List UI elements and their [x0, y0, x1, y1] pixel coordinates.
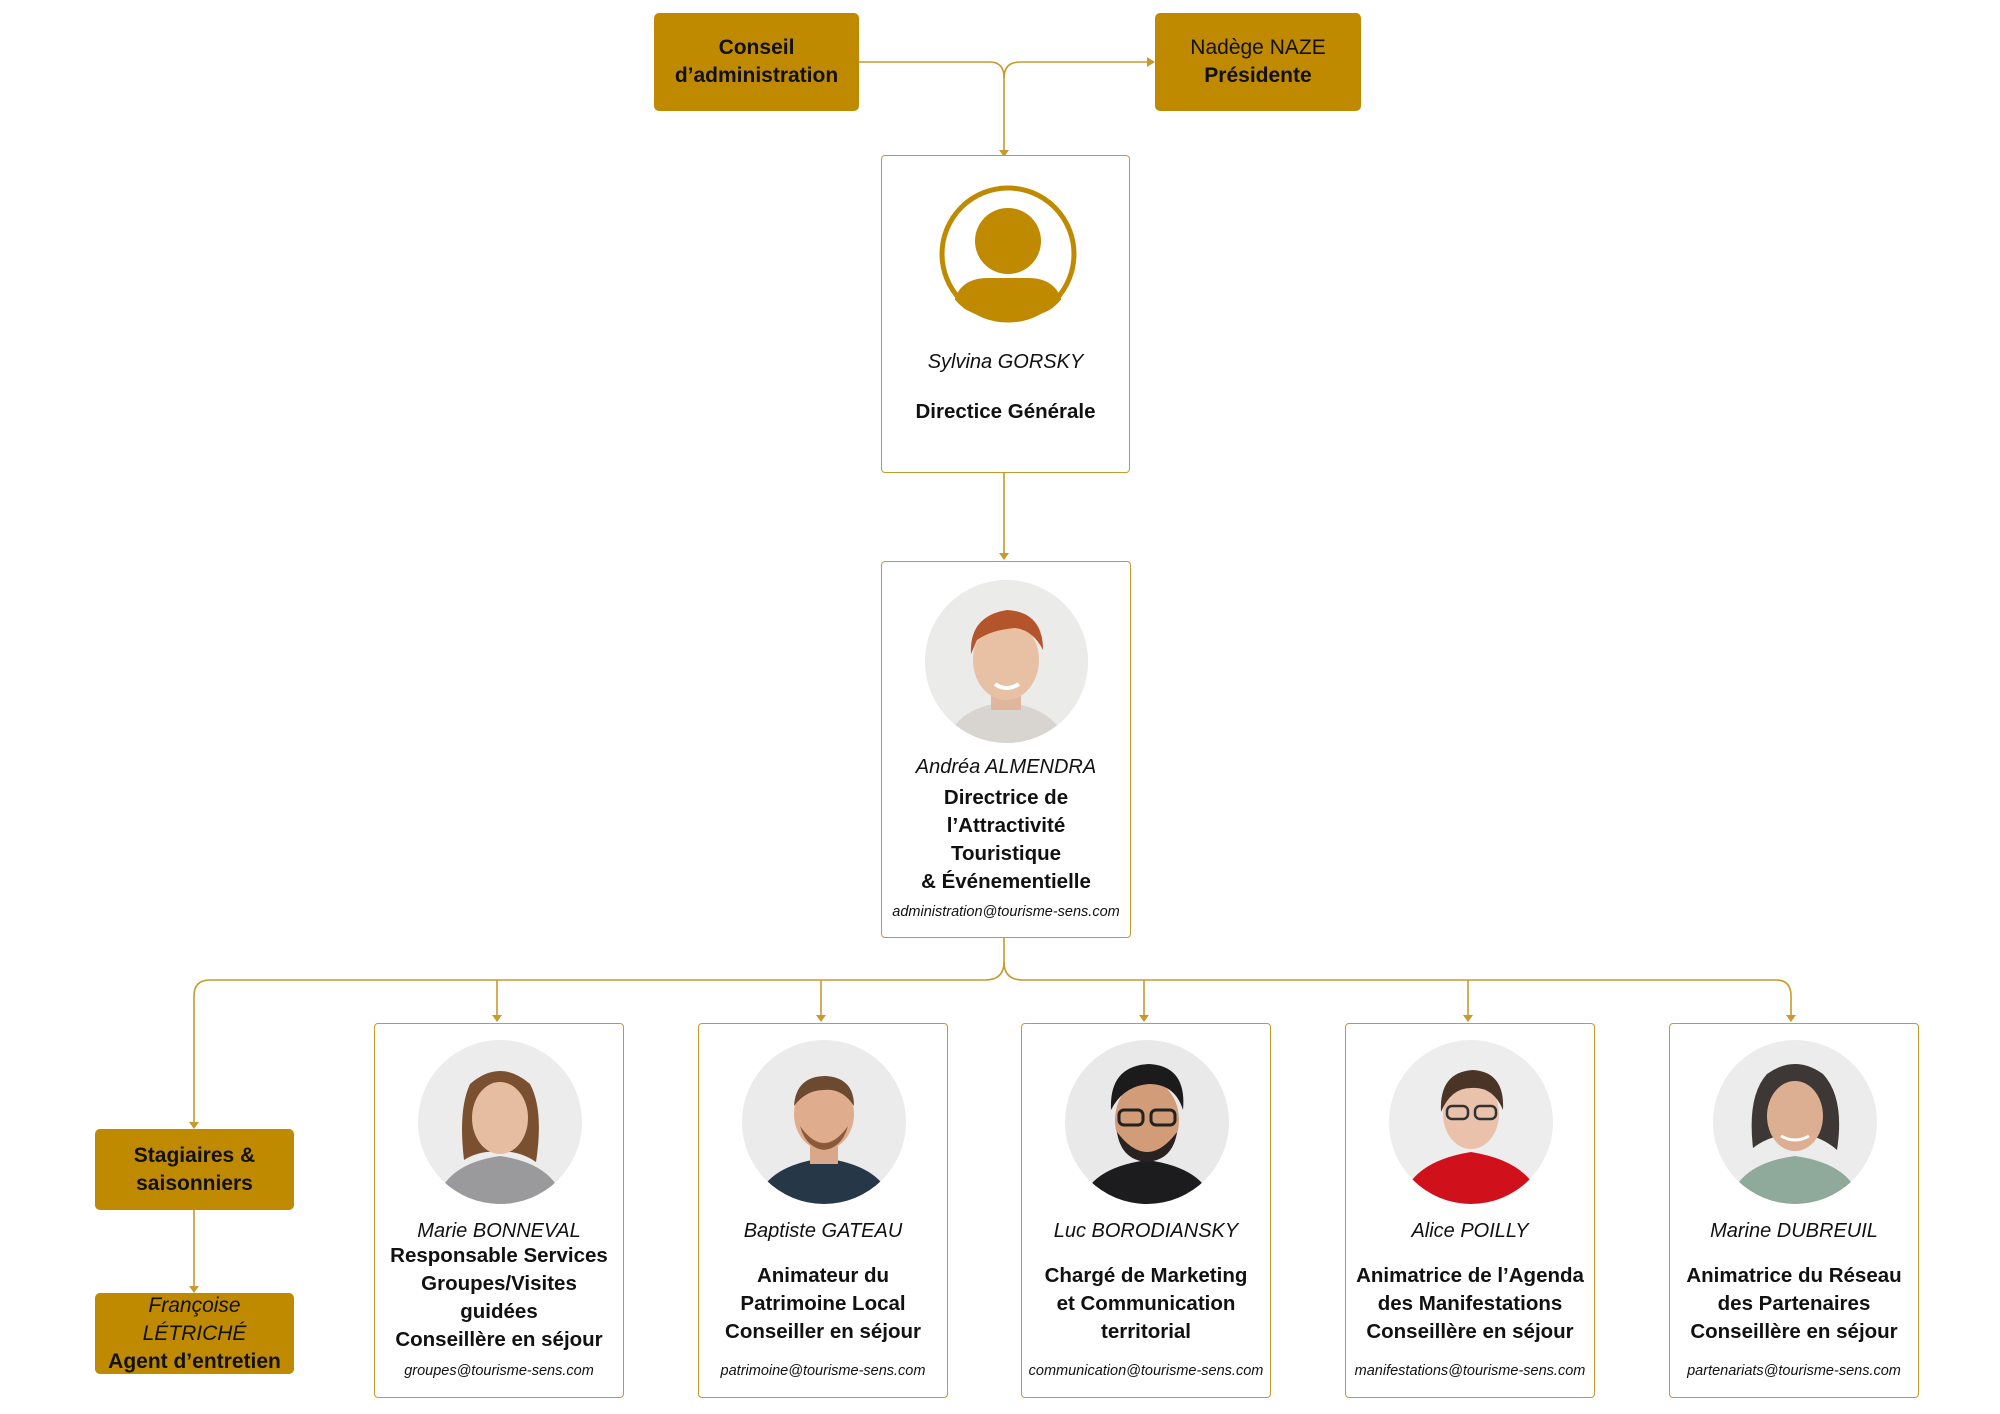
- cleaning-agent-name: Françoise LÉTRICHÉ: [142, 1293, 247, 1345]
- arrowhead-president: [1147, 57, 1155, 67]
- staff-role-3-line1: Chargé de Marketing: [1044, 1264, 1248, 1287]
- staff-role-2-line1: Animateur du: [756, 1264, 890, 1287]
- attractivite-title-line2: l’Attractivité: [946, 814, 1066, 837]
- interns-label-line2: saisonniers: [136, 1171, 253, 1195]
- staff-role-3-line3: territorial: [1101, 1320, 1191, 1343]
- user-icon: [938, 184, 1078, 324]
- staff-name-4: Alice POILLY: [1411, 1220, 1529, 1242]
- staff-name-5: Marine DUBREUIL: [1710, 1220, 1878, 1242]
- staff-name-1: Marie BONNEVAL: [417, 1220, 581, 1242]
- attractivite-title-line3: Touristique: [950, 842, 1062, 865]
- staff-photo-2: [742, 1040, 906, 1204]
- staff-role-5-line2: des Partenaires: [1717, 1292, 1871, 1315]
- staff-role-1-line3: guidées: [460, 1300, 538, 1323]
- staff-name-2: Baptiste GATEAU: [743, 1220, 903, 1242]
- cleaning-agent-title: Agent d’entretien: [108, 1349, 281, 1373]
- attractivite-title-line1: Directrice de: [943, 786, 1069, 809]
- staff-role-3-line2: et Communication: [1056, 1292, 1236, 1315]
- connector-president: [1003, 61, 1147, 79]
- staff-role-2-line3: Conseiller en séjour: [725, 1320, 921, 1343]
- staff-card-2: Baptiste GATEAU Animateur du Patrimoine …: [698, 1023, 948, 1398]
- staff-email-4[interactable]: manifestations@tourisme-sens.com: [1354, 1363, 1586, 1379]
- staff-email-3[interactable]: communication@tourisme-sens.com: [1028, 1363, 1264, 1379]
- staff-email-5[interactable]: partenariats@tourisme-sens.com: [1687, 1363, 1901, 1379]
- staff-card-4: Alice POILLY Animatrice de l’Agenda des …: [1345, 1023, 1595, 1398]
- arrowhead-staff-5: [1786, 1015, 1796, 1022]
- connector-branch-right: [1003, 961, 1792, 1018]
- board-label-line1: Conseil: [718, 36, 795, 59]
- attractivite-director-card: Andréa ALMENDRA Directrice de l’Attracti…: [881, 561, 1131, 938]
- arrowhead-attractivite: [999, 553, 1009, 560]
- connector-board: [858, 61, 1005, 150]
- arrowhead-staff-1: [492, 1015, 502, 1022]
- staff-role-4-line3: Conseillère en séjour: [1366, 1320, 1574, 1343]
- staff-card-1: Marie BONNEVAL Responsable Services Grou…: [374, 1023, 624, 1398]
- attractivite-email[interactable]: administration@tourisme-sens.com: [892, 904, 1120, 920]
- director-general-name: Sylvina GORSKY: [927, 351, 1084, 373]
- staff-photo-5: [1713, 1040, 1877, 1204]
- president-title: Présidente: [1204, 64, 1312, 87]
- attractivite-director-photo: [925, 580, 1088, 743]
- director-general-title: Directice Générale: [915, 400, 1096, 423]
- staff-role-2-line2: Patrimoine Local: [740, 1292, 906, 1315]
- staff-role-4-line1: Animatrice de l’Agenda: [1356, 1264, 1584, 1287]
- cleaning-agent-box: Françoise LÉTRICHÉ Agent d’entretien: [95, 1293, 294, 1374]
- staff-role-1-line4: Conseillère en séjour: [395, 1328, 603, 1351]
- staff-email-2[interactable]: patrimoine@tourisme-sens.com: [720, 1363, 926, 1379]
- arrowhead-interns: [189, 1122, 199, 1129]
- board-box: Conseil d’administration: [654, 13, 859, 111]
- staff-card-5: Marine DUBREUIL Animatrice du Réseau des…: [1669, 1023, 1919, 1398]
- staff-name-3: Luc BORODIANSKY: [1053, 1220, 1239, 1242]
- staff-photo-3: [1065, 1040, 1229, 1204]
- staff-role-5-line3: Conseillère en séjour: [1690, 1320, 1898, 1343]
- staff-role-4-line2: des Manifestations: [1377, 1292, 1563, 1315]
- arrowhead-staff-3: [1139, 1015, 1149, 1022]
- director-general-card: Sylvina GORSKY Directice Générale: [881, 155, 1130, 473]
- board-label-line2: d’administration: [674, 64, 839, 87]
- attractivite-title-line4: & Événementielle: [921, 870, 1091, 893]
- interns-label-line1: Stagiaires &: [133, 1143, 256, 1167]
- staff-email-1[interactable]: groupes@tourisme-sens.com: [404, 1363, 594, 1379]
- attractivite-director-name: Andréa ALMENDRA: [915, 756, 1097, 778]
- staff-card-3: Luc BORODIANSKY Chargé de Marketing et C…: [1021, 1023, 1271, 1398]
- interns-box: Stagiaires & saisonniers: [95, 1129, 294, 1210]
- staff-role-1-line2: Groupes/Visites: [421, 1272, 577, 1295]
- arrowhead-staff-4: [1463, 1015, 1473, 1022]
- staff-role-5-line1: Animatrice du Réseau: [1686, 1264, 1902, 1287]
- staff-photo-1: [418, 1040, 582, 1204]
- arrowhead-staff-2: [816, 1015, 826, 1022]
- staff-photo-4: [1389, 1040, 1553, 1204]
- president-name: Nadège NAZE: [1190, 36, 1326, 59]
- staff-role-1-line1: Responsable Services: [390, 1244, 608, 1267]
- president-box: Nadège NAZE Présidente: [1155, 13, 1361, 111]
